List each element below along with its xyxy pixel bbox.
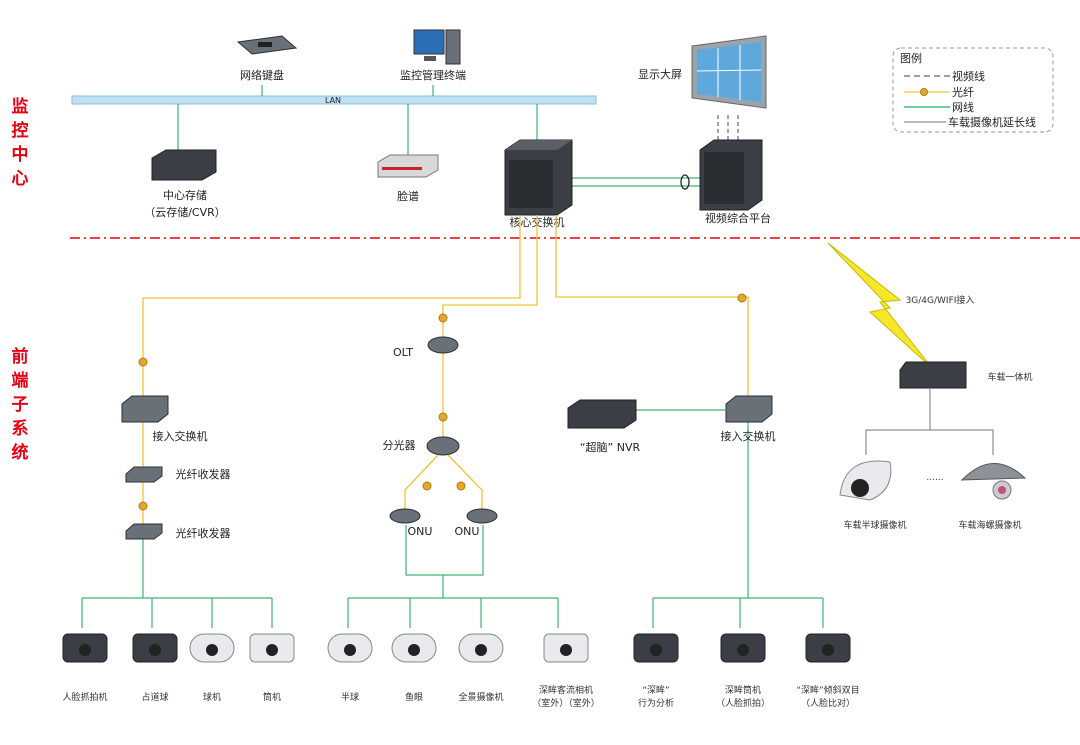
server-icon	[377, 154, 439, 178]
nvr-icon	[567, 399, 637, 429]
svg-text:中: 中	[12, 144, 29, 165]
legend-item-vehicle-extension: 车载摄像机延长线	[948, 115, 1036, 129]
svg-text:统: 统	[12, 442, 29, 463]
fiber-transceiver-1-label: 光纤收发器	[176, 467, 231, 481]
fiber-connectors	[138, 293, 747, 511]
core-switch-icon	[504, 139, 573, 216]
legend-item-fiber: 光纤	[952, 85, 974, 99]
central-storage-label: 中心存储	[163, 188, 207, 202]
olt-icon	[427, 336, 459, 354]
svg-text:控: 控	[12, 120, 29, 141]
display-wall-icon	[691, 35, 767, 109]
vehicle-unit-label: 车载一体机	[987, 371, 1032, 383]
vehicle-camera-1-label: 车载半球摄像机	[843, 519, 906, 531]
video-platform-label: 视频综合平台	[705, 211, 771, 225]
vehicle-conch-camera-icon	[960, 463, 1027, 500]
camera-label: “深眸”	[642, 684, 669, 696]
camera-icon	[458, 633, 504, 663]
vehicle-dome-camera-icon	[839, 460, 892, 501]
camera-icon	[720, 633, 766, 663]
fiber-transceiver-2-label: 光纤收发器	[176, 526, 231, 540]
access-switch-right-label: 接入交换机	[721, 429, 776, 443]
svg-text:端: 端	[12, 370, 29, 391]
splitter-icon	[426, 436, 460, 456]
computer-icon	[413, 29, 461, 65]
camera-label: 深眸筒机	[725, 684, 761, 696]
network-keyboard-icon	[236, 35, 298, 55]
network-keyboard-label: 网络键盘	[240, 68, 284, 82]
camera-label: 人脸抓拍机	[62, 691, 107, 703]
face-server-label: 脸谱	[397, 189, 419, 203]
video-cables	[717, 115, 739, 140]
access-switch-left-label: 接入交换机	[153, 429, 208, 443]
svg-text:系: 系	[12, 419, 29, 439]
lan-label: LAN	[325, 96, 341, 105]
camera-label: 行为分析	[638, 697, 674, 709]
olt-label: OLT	[393, 346, 413, 359]
splitter-label: 分光器	[383, 438, 416, 452]
camera-label: （人脸比对）	[801, 697, 855, 709]
lan-bus	[71, 95, 597, 105]
management-terminal-label: 监控管理终端	[400, 68, 466, 82]
nvr-label: “超脑” NVR	[580, 440, 641, 454]
frontend-subsystem-label: 前 端 子 系 统	[12, 346, 29, 463]
display-wall-label: 显示大屏	[638, 67, 682, 81]
camera-icon	[327, 633, 373, 663]
monitoring-center-label: 监 控 中 心	[12, 96, 29, 189]
vehicle-camera-2-label: 车载海螺摄像机	[958, 519, 1021, 531]
fiber-links	[142, 215, 749, 524]
video-platform-icon	[699, 139, 763, 211]
camera-label: （室外）（室外）	[532, 697, 600, 709]
onu-icon	[389, 508, 421, 524]
onu-1-label: ONU	[408, 525, 433, 538]
storage-icon	[151, 149, 217, 181]
camera-label: 全景摄像机	[458, 691, 503, 703]
legend-item-video-cable: 视频线	[952, 69, 985, 83]
legend-title: 图例	[900, 51, 922, 65]
fiber-transceiver-icon	[125, 466, 163, 483]
camera-icon	[391, 633, 437, 663]
network-links	[81, 409, 824, 628]
camera-icon	[805, 633, 851, 663]
central-storage-sublabel: （云存储/CVR）	[144, 205, 226, 219]
svg-text:子: 子	[12, 395, 29, 415]
onu-2-label: ONU	[455, 525, 480, 538]
ellipsis: ......	[926, 473, 943, 483]
camera-icon	[633, 633, 679, 663]
onu-icon	[466, 508, 498, 524]
legend: 图例 视频线 光纤 网线 车载摄像机延长线	[892, 47, 1054, 133]
svg-text:监: 监	[12, 96, 29, 117]
fiber-transceiver-icon	[125, 523, 163, 540]
svg-text:心: 心	[12, 169, 29, 189]
access-switch-right-icon	[725, 395, 773, 423]
camera-icon	[189, 633, 235, 663]
camera-label: 鱼眼	[405, 691, 423, 703]
camera-label: 占道球	[141, 691, 168, 703]
camera-label: 球机	[203, 691, 221, 703]
access-switch-left-icon	[121, 395, 169, 423]
legend-item-network-cable: 网线	[952, 100, 974, 114]
camera-label: 半球	[341, 691, 359, 703]
camera-icon	[249, 633, 295, 663]
camera-icon	[62, 633, 108, 663]
wireless-label: 3G/4G/WIFI接入	[906, 294, 975, 306]
camera-label: 深眸客流相机	[539, 684, 593, 696]
vehicle-unit-icon	[899, 361, 967, 389]
camera-label: （人脸抓拍）	[716, 697, 770, 709]
camera-icon	[132, 633, 178, 663]
camera-icon	[543, 633, 589, 663]
svg-text:前: 前	[12, 346, 29, 367]
camera-label: “深眸”倾斜双目	[796, 684, 859, 696]
camera-label: 筒机	[263, 691, 281, 703]
